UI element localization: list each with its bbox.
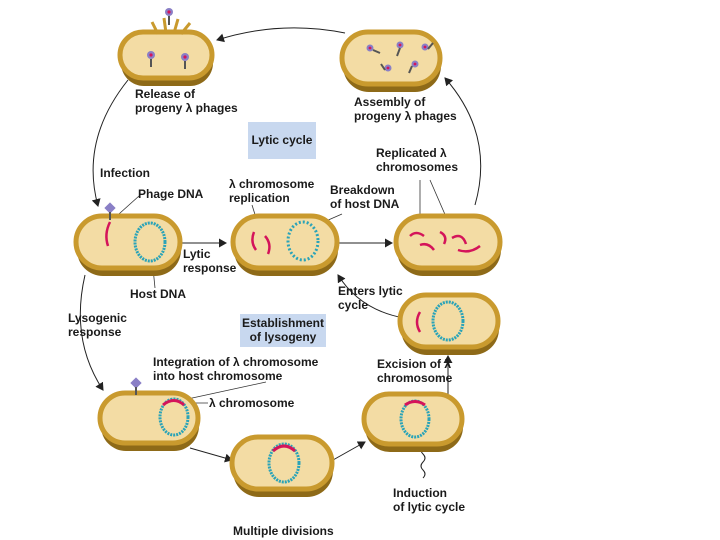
phage-dna-strand bbox=[451, 234, 468, 245]
label-line: progeny λ phages bbox=[135, 101, 238, 115]
label-line: progeny λ phages bbox=[354, 109, 457, 123]
cell-replication bbox=[230, 213, 340, 276]
label-line: Excision of λ bbox=[377, 357, 451, 371]
arrow-infected-to-lysogenic bbox=[79, 274, 104, 391]
phage-icon bbox=[421, 42, 434, 51]
phage-dna-strand bbox=[264, 235, 271, 255]
phage-icon bbox=[181, 53, 189, 69]
cell-divisions bbox=[229, 434, 335, 497]
phage-dna-strand bbox=[439, 230, 447, 245]
label-infection: Infection bbox=[100, 166, 150, 180]
label-line: of lytic cycle bbox=[393, 500, 465, 514]
label-line: Establishment bbox=[242, 316, 324, 330]
label-line: λ chromosome bbox=[229, 177, 315, 191]
cell-excision bbox=[361, 391, 465, 452]
phage-dna-strand bbox=[105, 221, 112, 247]
phage-dna-strand bbox=[457, 244, 481, 253]
cycle-arrows bbox=[79, 27, 482, 479]
cell-infected bbox=[73, 213, 183, 276]
label-line: into host chromosome bbox=[153, 369, 283, 383]
arrow-replicated-to-assembly bbox=[444, 77, 482, 206]
label-line: Enters lytic bbox=[338, 284, 403, 298]
phage-icon bbox=[366, 44, 381, 54]
label-phage-dna: Phage DNA bbox=[138, 187, 204, 201]
label-multiple-divisions: Multiple divisions bbox=[233, 524, 334, 538]
label-line: of lysogeny bbox=[250, 330, 317, 344]
label-line: Breakdown bbox=[330, 183, 395, 197]
arrow-integration-to-divisions bbox=[189, 447, 233, 463]
label-line: chromosomes bbox=[376, 160, 458, 174]
phage-icon bbox=[130, 377, 142, 395]
label-line: replication bbox=[229, 191, 290, 205]
label-line: Lytic cycle bbox=[252, 133, 313, 147]
label-lambda-chrom: λ chromosome bbox=[209, 396, 295, 410]
phage-dna-strand bbox=[409, 231, 425, 238]
label-line: Lytic bbox=[183, 247, 211, 261]
cell-assembly bbox=[339, 29, 443, 92]
label-line: cycle bbox=[338, 298, 368, 312]
phage-icon bbox=[165, 8, 173, 25]
host-dna-circle bbox=[286, 220, 320, 262]
label-line: chromosome bbox=[377, 371, 453, 385]
cell-integration bbox=[97, 390, 201, 451]
arrow-assembly-to-release bbox=[216, 27, 346, 43]
phage-icon bbox=[147, 51, 155, 67]
label-line: Assembly of bbox=[354, 95, 426, 109]
phage-dna-strand bbox=[419, 242, 435, 251]
integrated-phage-dna bbox=[162, 399, 186, 407]
phage-icon bbox=[380, 63, 392, 72]
cell-replicated bbox=[393, 213, 503, 276]
label-line: Release of bbox=[135, 87, 196, 101]
lytic-cycle-box: Lytic cycle bbox=[248, 122, 316, 159]
phage-icon bbox=[408, 60, 419, 74]
arrow-release-to-infection bbox=[91, 79, 129, 207]
label-line: Integration of λ chromosome bbox=[153, 355, 319, 369]
cell-release bbox=[117, 17, 215, 86]
host-dna-circle bbox=[267, 442, 301, 484]
host-dna-circle bbox=[431, 300, 465, 342]
integrated-phage-dna bbox=[271, 444, 297, 453]
label-line: Induction bbox=[393, 486, 447, 500]
label-host-dna: Host DNA bbox=[130, 287, 186, 301]
label-line: Lysogenic bbox=[68, 311, 127, 325]
arrow-divisions-to-excision bbox=[332, 441, 366, 461]
cell-excised bbox=[397, 292, 501, 355]
label-line: response bbox=[68, 325, 122, 339]
phage-icon bbox=[396, 41, 404, 57]
label-line: response bbox=[183, 261, 237, 275]
label-line: of host DNA bbox=[330, 197, 400, 211]
label-line: Replicated λ bbox=[376, 146, 447, 160]
host-dna-circle bbox=[133, 221, 167, 263]
phage-dna-strand bbox=[415, 311, 422, 333]
arrow-excision-to-enters-lytic bbox=[337, 274, 405, 319]
lytic-cycle-box-text: Lytic cycle bbox=[252, 133, 313, 147]
phage-dna-strand bbox=[251, 231, 258, 251]
integrated-phage-dna bbox=[404, 400, 426, 407]
